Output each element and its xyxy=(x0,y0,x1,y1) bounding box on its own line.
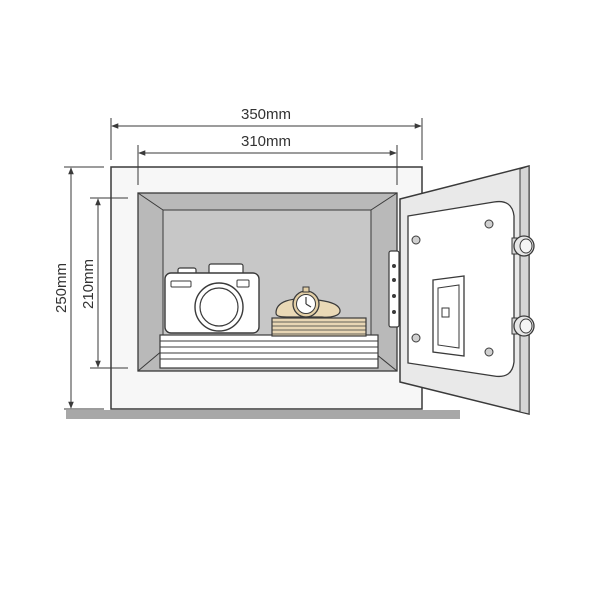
dimension-inner-width: 310mm xyxy=(137,133,398,185)
keypad-icon xyxy=(432,275,465,357)
dimension-inner-height: 210mm xyxy=(80,197,128,369)
paper-stack xyxy=(159,334,379,369)
door-hinge xyxy=(388,250,400,328)
door-knob-icon xyxy=(511,235,535,337)
safe-door xyxy=(399,165,530,415)
book-stack xyxy=(271,317,367,337)
outer-height-label: 250mm xyxy=(53,263,70,313)
dimension-outer-height: 250mm xyxy=(53,166,104,410)
dimension-outer-width: 350mm xyxy=(110,106,423,160)
door-screws xyxy=(411,219,494,357)
inner-width-label: 310mm xyxy=(241,133,291,150)
camera-icon xyxy=(164,263,260,334)
floor-line xyxy=(66,410,460,419)
inner-height-label: 210mm xyxy=(80,259,97,309)
outer-width-label: 350mm xyxy=(241,106,291,123)
wristwatch-icon xyxy=(275,286,341,318)
